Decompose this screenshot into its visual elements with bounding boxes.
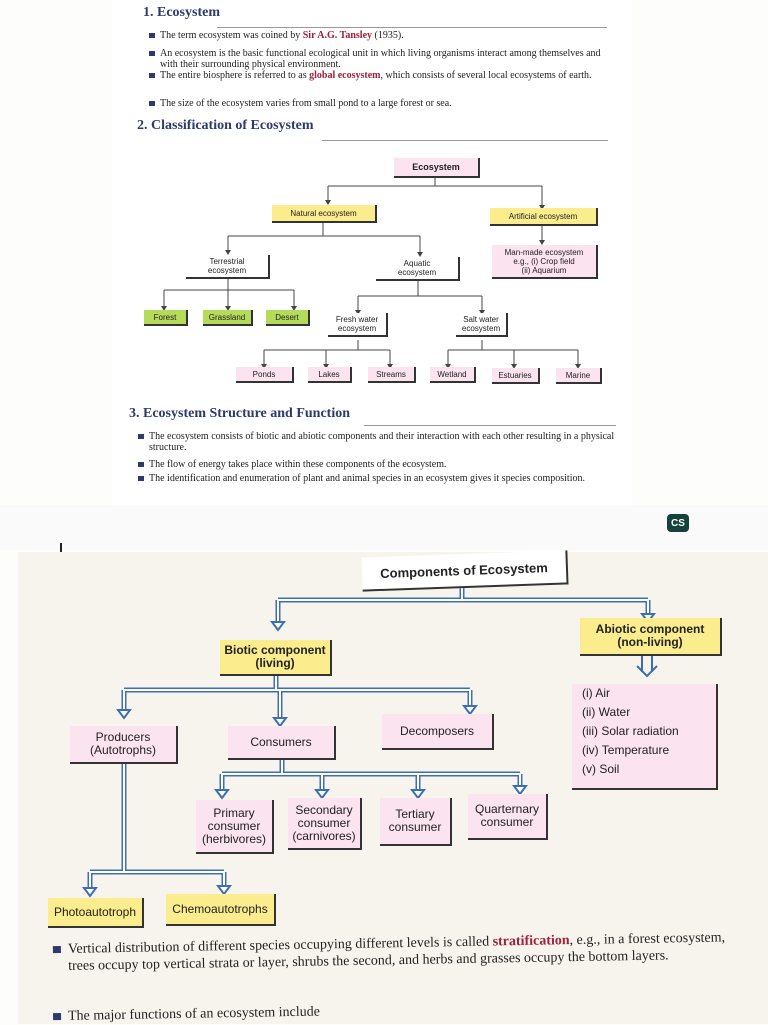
abiotic-item-soil: (v) Soil (582, 762, 620, 776)
box-line: Producers (95, 730, 151, 744)
box-line: ecosystem (397, 268, 437, 277)
wetland-box: Wetland (430, 367, 476, 383)
box-line: Aquatic (403, 259, 431, 268)
box-line: (non-living) (617, 635, 683, 649)
quarternary-consumer-box: Quarternary consumer (468, 794, 548, 840)
components-title-box: Components of Ecosystem (361, 550, 569, 592)
photoautotroph-box: Photoautotroph (48, 898, 144, 928)
bullet-item: An ecosystem is the basic functional eco… (149, 48, 610, 70)
heading-rule (322, 140, 608, 141)
box-line: (carnivores) (292, 828, 356, 843)
abiotic-item-air: (i) Air (582, 686, 610, 700)
manmade-ecosystem-box: Man-made ecosystem e.g., (i) Crop field … (492, 245, 598, 279)
secondary-consumer-box: Secondary consumer (carnivores) (288, 798, 362, 850)
box-line: Abiotic component (595, 622, 705, 636)
abiotic-component-box: Abiotic component (non-living) (580, 618, 722, 656)
tertiary-consumer-box: Tertiary consumer (380, 798, 452, 846)
page-gap (0, 505, 768, 550)
box-line: ecosystem (461, 324, 501, 333)
manmade-line: (ii) Aquarium (521, 265, 567, 275)
box-line: (Autotrophs) (89, 743, 157, 757)
natural-ecosystem-box: Natural ecosystem (272, 205, 377, 223)
chemoautotrophs-box: Chemoautotrophs (166, 894, 276, 926)
bullet-item: The flow of energy takes place within th… (138, 459, 617, 470)
estuaries-box: Estuaries (492, 368, 540, 384)
box-line: ecosystem (207, 266, 247, 275)
box-line: Tertiary (395, 807, 435, 821)
classification-connectors (161, 178, 581, 369)
abiotic-item-temperature: (iv) Temperature (582, 743, 670, 757)
artificial-ecosystem-box: Artificial ecosystem (490, 208, 598, 226)
box-line: ecosystem (337, 324, 377, 333)
aquatic-ecosystem-box: Aquatic ecosystem (376, 257, 460, 281)
consumers-box: Consumers (228, 726, 336, 760)
abiotic-item-water: (ii) Water (582, 705, 631, 719)
box-line: consumer (388, 820, 442, 834)
box-line: Quarternary (474, 802, 540, 816)
streams-box: Streams (368, 367, 416, 383)
page-edge-mark (60, 543, 62, 555)
box-line: (living) (255, 656, 295, 670)
box-line: Primary (213, 805, 255, 820)
box-line: Biotic component (224, 643, 326, 657)
abiotic-list-box (572, 684, 718, 790)
terrestrial-ecosystem-box: Terrestrial ecosystem (186, 255, 270, 279)
heading-rule (217, 27, 607, 28)
box-line: Secondary (295, 802, 353, 817)
saltwater-ecosystem-box: Salt water ecosystem (456, 313, 508, 337)
decomposers-box: Decomposers (382, 714, 494, 750)
bullet-item: The ecosystem consists of biotic and abi… (138, 431, 617, 453)
section1-heading: 1. Ecosystem (143, 5, 220, 20)
ecosystem-root-box: Ecosystem (394, 158, 480, 178)
bullet-item: The entire biosphere is referred to as g… (149, 70, 610, 81)
abiotic-items-list: (i) Air (ii) Water (iii) Solar radiation… (582, 684, 679, 779)
box-line: consumer (207, 818, 261, 833)
box-line: consumer (480, 815, 534, 829)
bullet-item: The term ecosystem was coined by Sir A.G… (149, 30, 610, 41)
forest-box: Forest (144, 310, 188, 326)
manmade-line: Man-made ecosystem (504, 247, 584, 257)
section3-heading: 3. Ecosystem Structure and Function (129, 406, 351, 421)
manmade-line: e.g., (i) Crop field (513, 256, 575, 266)
producers-box: Producers (Autotrophs) (70, 726, 178, 764)
camscanner-badge: CS (667, 514, 689, 532)
ponds-box: Ponds (236, 367, 294, 383)
box-line: Fresh water (335, 315, 379, 324)
box-line: Salt water (463, 315, 499, 324)
bullet-item: The size of the ecosystem varies from sm… (149, 98, 610, 109)
box-line: Terrestrial (209, 257, 245, 266)
bullet-item: The identification and enumeration of pl… (138, 473, 617, 484)
primary-consumer-box: Primary consumer (herbivores) (196, 800, 274, 854)
heading-rule (364, 425, 616, 426)
section2-heading: 2. Classification of Ecosystem (137, 118, 314, 133)
abiotic-item-solar: (iii) Solar radiation (582, 724, 679, 738)
grassland-box: Grassland (203, 310, 253, 326)
lakes-box: Lakes (308, 367, 352, 383)
box-line: consumer (297, 815, 351, 830)
biotic-component-box: Biotic component (living) (220, 640, 332, 676)
box-line: (herbivores) (201, 831, 267, 846)
freshwater-ecosystem-box: Fresh water ecosystem (328, 313, 388, 337)
marine-box: Marine (556, 368, 602, 384)
desert-box: Desert (266, 310, 310, 326)
